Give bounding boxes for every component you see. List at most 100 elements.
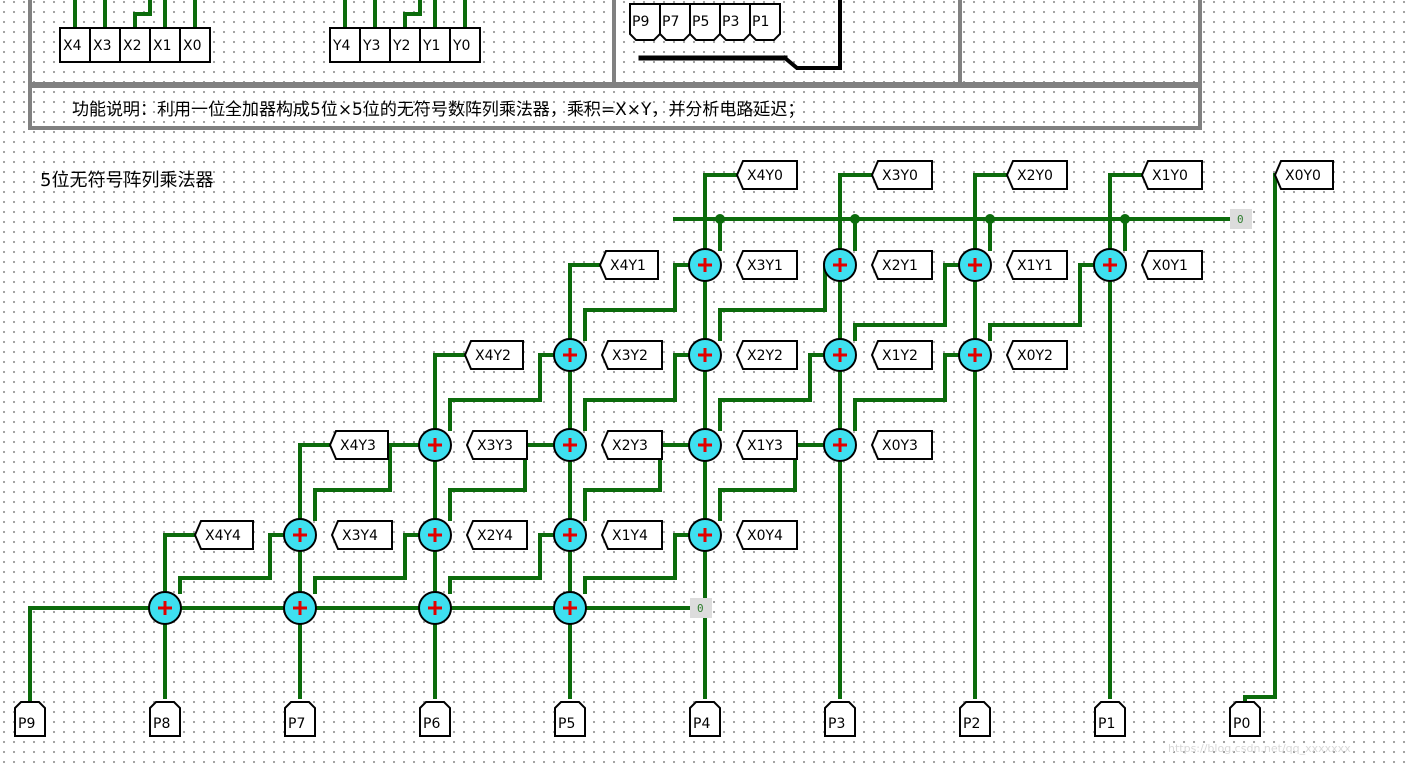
full-adder[interactable] (688, 338, 722, 372)
plus-icon (428, 528, 442, 542)
wire (313, 533, 422, 594)
pin-shape (870, 250, 933, 280)
wire (718, 353, 827, 431)
const-bg (1230, 209, 1252, 229)
pin-label: X1 (153, 38, 172, 54)
const-label: 0 (1237, 213, 1244, 226)
pin-label: X4 (63, 38, 82, 54)
full-adder[interactable] (823, 338, 857, 372)
pp-x4y1: X4Y1 (598, 250, 659, 280)
top-output-p9: P9 (629, 3, 661, 41)
pin-shape (959, 701, 991, 737)
pin-shape (1005, 340, 1068, 370)
pin-shape (328, 430, 389, 460)
pin-label: P5 (692, 14, 709, 30)
pin-shape (870, 160, 933, 190)
plus-icon (698, 438, 712, 452)
pin-shape (1094, 701, 1126, 737)
full-adder[interactable] (688, 518, 722, 552)
full-adder[interactable] (1093, 248, 1127, 282)
full-adder[interactable] (553, 338, 587, 372)
pin-label: P7 (662, 14, 679, 30)
wire (583, 353, 692, 431)
pin-label: P0 (1233, 716, 1250, 732)
full-adder[interactable] (823, 428, 857, 462)
pp-x1y4: X1Y4 (600, 520, 663, 550)
pin-shape (449, 27, 481, 63)
input-pin-y4: Y4 (329, 27, 361, 63)
plus-icon (428, 438, 442, 452)
plus-icon (563, 528, 577, 542)
pin-label: X0Y4 (747, 528, 783, 544)
array-wiring (28, 173, 1277, 708)
pin-label: X0 (183, 38, 202, 54)
pp-x3y0: X3Y0 (870, 160, 933, 190)
full-adder[interactable] (418, 518, 452, 552)
function-description: 功能说明：利用一位全加器构成5位×5位的无符号数阵列乘法器，乘积=X×Y，并分析… (72, 100, 805, 120)
output-pin-p1: P1 (1094, 701, 1126, 737)
junction-dot (715, 214, 725, 224)
full-adder[interactable] (553, 591, 587, 625)
full-adder[interactable] (688, 248, 722, 282)
full-adder[interactable] (958, 338, 992, 372)
full-adder[interactable] (283, 591, 317, 625)
full-adder[interactable] (958, 248, 992, 282)
pp-x0y0: X0Y0 (1273, 160, 1334, 190)
pin-shape (465, 430, 528, 460)
constant-zero: 0 (1230, 209, 1252, 229)
plus-icon (968, 348, 982, 362)
pin-label: X2Y2 (747, 348, 783, 364)
wire (313, 443, 422, 521)
pin-shape (600, 430, 663, 460)
full-adder[interactable] (148, 591, 182, 625)
pp-x0y3: X0Y3 (870, 430, 933, 460)
full-adder[interactable] (418, 428, 452, 462)
wire (718, 263, 827, 341)
pp-x2y1: X2Y1 (870, 250, 933, 280)
full-adder[interactable] (688, 428, 722, 462)
pin-shape (870, 430, 933, 460)
pin-label: X3Y3 (477, 438, 513, 454)
pin-shape (1229, 701, 1261, 737)
pin-shape (419, 701, 451, 737)
wire (1108, 173, 1144, 251)
plus-icon (698, 528, 712, 542)
full-adder[interactable] (553, 518, 587, 552)
pp-x3y3: X3Y3 (465, 430, 528, 460)
pin-shape (1273, 160, 1334, 190)
pin-shape (465, 520, 528, 550)
pin-shape (735, 160, 798, 190)
pp-x2y2: X2Y2 (735, 340, 798, 370)
pp-x1y1: X1Y1 (1005, 250, 1068, 280)
pin-label: Y2 (392, 38, 410, 54)
pin-shape (89, 27, 121, 63)
wire (448, 443, 557, 521)
full-adder[interactable] (553, 428, 587, 462)
pin-shape (1140, 250, 1203, 280)
plus-icon (293, 528, 307, 542)
wire-junctions (715, 214, 1130, 224)
pin-label: X2 (123, 38, 142, 54)
output-pin-p9: P9 (14, 701, 46, 737)
full-adder[interactable] (283, 518, 317, 552)
pin-shape (600, 340, 663, 370)
input-pin-y0: Y0 (449, 27, 481, 63)
input-pin-x0: X0 (179, 27, 211, 63)
wire (178, 533, 287, 594)
pin-shape (598, 250, 659, 280)
plus-icon (563, 438, 577, 452)
pin-shape (689, 701, 721, 737)
pin-label: X3 (93, 38, 112, 54)
pin-label: Y3 (362, 38, 380, 54)
junction-dot (985, 214, 995, 224)
wire (568, 263, 602, 341)
full-adder[interactable] (418, 591, 452, 625)
header-frame (28, 0, 1202, 130)
pin-label: X2Y4 (477, 528, 513, 544)
pin-label: X4Y2 (475, 348, 511, 364)
pin-shape (419, 27, 451, 63)
full-adder[interactable] (823, 248, 857, 282)
wire (583, 263, 692, 341)
output-pin-p2: P2 (959, 701, 991, 737)
pp-x0y4: X0Y4 (735, 520, 798, 550)
